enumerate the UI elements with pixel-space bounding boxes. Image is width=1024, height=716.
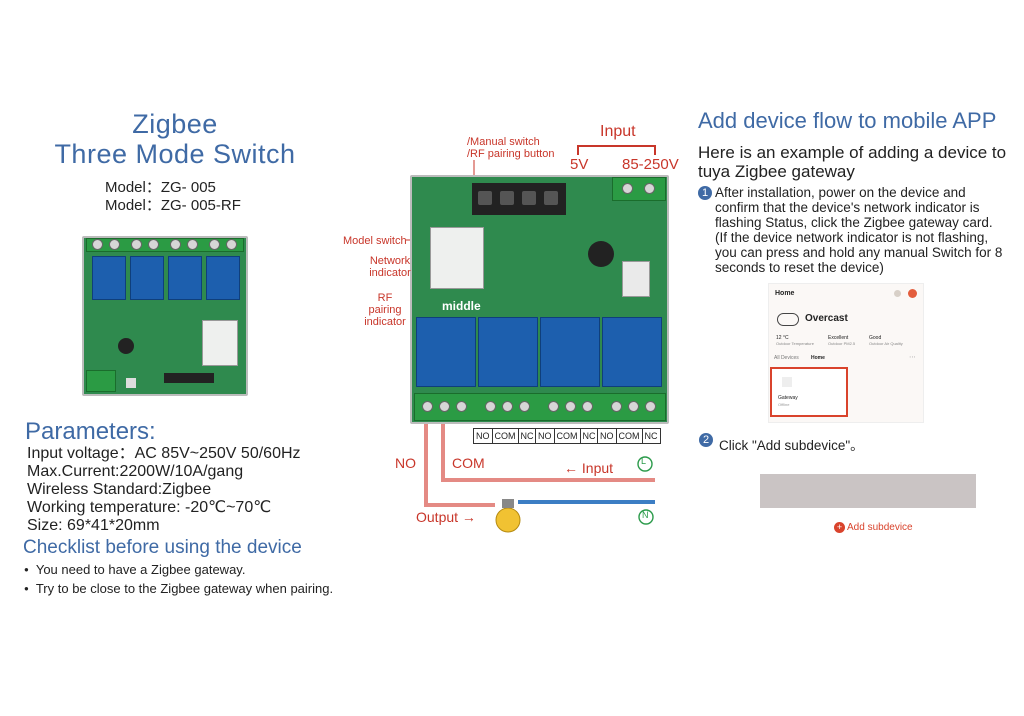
app-home-dropdown[interactable]: Home: [775, 290, 795, 297]
gateway-card-status: Offline: [778, 402, 790, 407]
app-flow-title: Add device flow to mobile APP: [698, 108, 997, 133]
rf-pairing-indicator-label: RF pairing indicator: [364, 292, 406, 328]
app-air-sub: Outdoor PM2.5: [828, 341, 856, 346]
relay-board: middle: [410, 175, 669, 424]
add-subdevice-plus-icon[interactable]: +: [834, 522, 845, 533]
step-1-badge: 1: [698, 186, 712, 200]
network-indicator-label: Network indicator: [369, 255, 411, 279]
model-line-1: Model：ZG- 005: [105, 179, 216, 196]
app-temp-sub: Outdoor Temperature: [776, 341, 814, 346]
terminal-label-com: COM: [555, 429, 581, 443]
checklist-item: You need to have a Zigbee gateway.: [24, 562, 246, 577]
product-title-line2: Three Mode Switch: [54, 139, 296, 169]
neutral-symbol: N: [642, 510, 649, 520]
checklist-item: Try to be close to the Zigbee gateway wh…: [24, 581, 333, 596]
model-line-2: Model：ZG- 005-RF: [105, 197, 241, 214]
app-quality-sub: Outdoor Air Quality: [869, 341, 903, 346]
input-heading: Input: [600, 123, 636, 140]
app-quality: Good: [869, 335, 882, 341]
terminal-label-no: NO: [474, 429, 493, 443]
step-2-badge: 2: [699, 433, 713, 447]
no-wire-label: NO: [395, 455, 416, 471]
terminal-group-2: NO COM NC: [535, 428, 599, 444]
app-tab-all-devices[interactable]: All Devices: [774, 355, 799, 361]
param-size: Size: 69*41*20mm: [27, 517, 160, 534]
app-temp: 12 °C: [776, 335, 789, 341]
terminal-label-nc: NC: [644, 431, 658, 441]
app-mic-icon[interactable]: [894, 290, 901, 297]
input-85-250v-label: 85-250V: [622, 156, 679, 173]
gateway-card[interactable]: Gateway Offline: [770, 367, 848, 417]
add-subdevice-screenshot: [760, 474, 976, 508]
app-screenshot: Home Overcast 12 °C Outdoor Temperature …: [768, 283, 924, 423]
product-title-line1: Zigbee: [132, 109, 218, 139]
step-1-text: After installation, power on the device …: [715, 185, 1003, 275]
terminal-label-no: NO: [598, 429, 617, 443]
param-wireless-standard: Wireless Standard:Zigbee: [27, 481, 212, 498]
rf-pairing-button-label: /RF pairing button: [467, 148, 555, 160]
app-add-icon[interactable]: [908, 289, 917, 298]
terminal-label-nc: NC: [582, 431, 596, 441]
app-tab-home[interactable]: Home: [811, 355, 825, 361]
model-switch-label: Model switch: [343, 235, 407, 247]
terminal-group-1: NO COM NC: [473, 428, 537, 444]
live-symbol: L: [641, 456, 647, 466]
manual-switch-label: /Manual switch: [467, 136, 540, 148]
add-subdevice-button[interactable]: Add subdevice: [847, 522, 913, 533]
wiring-diagram: [406, 145, 656, 533]
terminal-label-no: NO: [536, 429, 555, 443]
middle-silkscreen-label: middle: [442, 299, 481, 313]
app-weather: Overcast: [805, 313, 848, 324]
terminal-group-3: NO COM NC: [597, 428, 661, 444]
output-arrow-label: Output →: [416, 509, 476, 525]
parameters-heading: Parameters:: [25, 418, 156, 445]
gateway-card-name: Gateway: [778, 395, 798, 401]
step-2-text: Click "Add subdevice"。: [719, 438, 864, 453]
param-input-voltage: Input voltage：AC 85V~250V 50/60Hz: [27, 445, 301, 462]
param-max-current: Max.Current:2200W/10A/gang: [27, 463, 244, 480]
app-more-icon[interactable]: ⋯: [909, 354, 916, 361]
com-wire-label: COM: [452, 455, 485, 471]
input-arrow-label: ← Input: [564, 460, 614, 476]
terminal-label-com: COM: [493, 429, 519, 443]
terminal-label-nc: NC: [520, 431, 534, 441]
checklist-heading: Checklist before using the device: [23, 537, 302, 558]
product-photo: [82, 236, 248, 396]
app-air: Excellent: [828, 335, 849, 341]
param-working-temperature: Working temperature: -20℃~70℃: [27, 499, 272, 516]
terminal-label-com: COM: [617, 429, 643, 443]
cloud-icon: [777, 313, 799, 326]
app-flow-subtitle: Here is an example of adding a device to…: [698, 143, 1007, 181]
input-5v-label: 5V: [570, 156, 589, 173]
gateway-icon: [782, 377, 792, 387]
